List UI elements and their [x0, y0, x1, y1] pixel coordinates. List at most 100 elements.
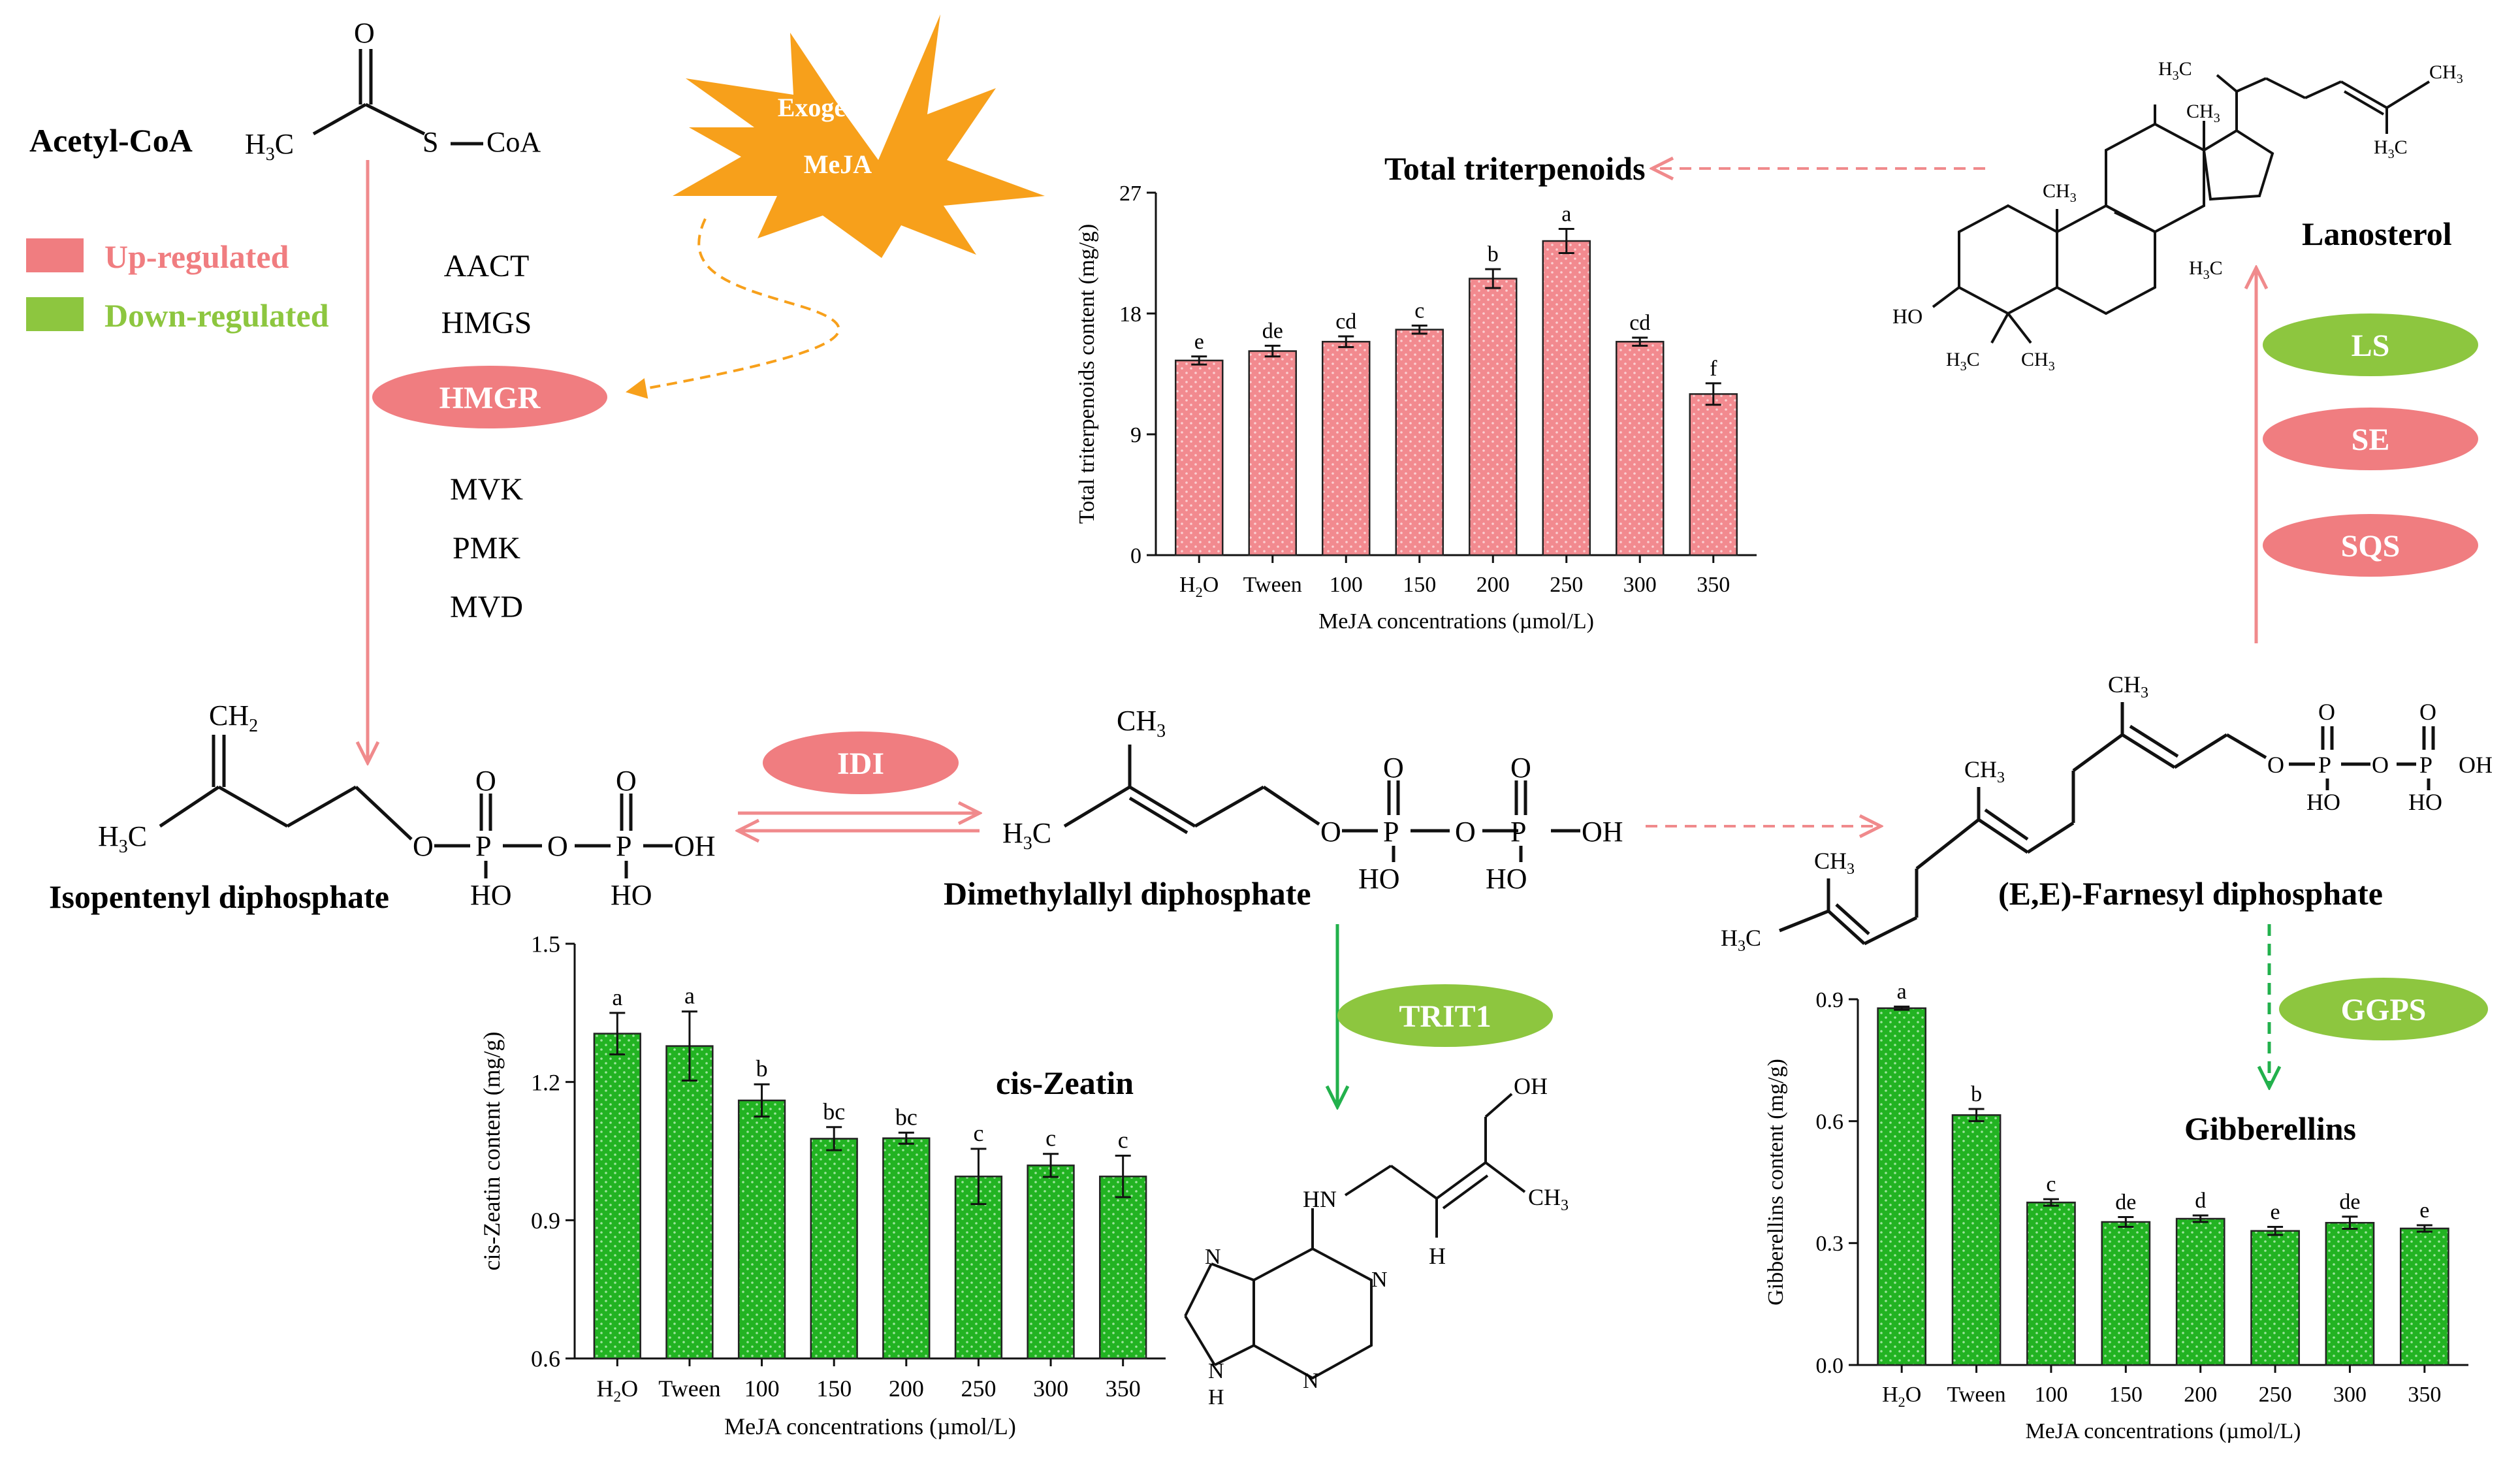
zeatin-n3: N: [1303, 1369, 1319, 1393]
zeatin-x-tick-label: 300: [1033, 1375, 1068, 1402]
zeatin-n4: N: [1208, 1359, 1224, 1383]
gibberellins-x-label: MeJA concentrations (µmol/L): [2026, 1419, 2301, 1443]
lano-h3c-c-c: C: [2210, 257, 2223, 279]
lano-ch3-a-sub: 3: [2457, 72, 2463, 86]
triterpenoids-y-tick-label: 9: [1130, 423, 1141, 447]
enzyme-se: SE: [2352, 423, 2390, 457]
lano-h3c-a-h: H: [2158, 58, 2173, 80]
ipp-structure: [159, 735, 673, 878]
lano-ch3-d: CH: [2021, 349, 2049, 370]
zeatin-significance-letter: c: [1045, 1125, 1056, 1151]
triterpenoids-x-tick-label: 200: [1476, 573, 1510, 597]
zeatin-x-tick-label: 150: [816, 1375, 852, 1402]
triterpenoids-significance-letter: a: [1561, 202, 1571, 227]
zeatin-x-label: MeJA concentrations (µmol/L): [724, 1413, 1016, 1439]
zeatin-x-tick-label: Tween: [658, 1375, 720, 1402]
zeatin-ch3: CH: [1528, 1184, 1561, 1210]
lanosterol-label: Lanosterol: [2302, 216, 2452, 252]
ipp-o-bridge: O: [547, 830, 568, 862]
lano-ch3-b-sub: 3: [2214, 111, 2220, 125]
lano-h3c-d-sub: 3: [1960, 359, 1967, 374]
gibberellins-y-tick-label: 0.3: [1816, 1232, 1844, 1256]
svg-text:CH3: CH3: [2429, 61, 2463, 86]
gibberellins-bar: [2399, 1227, 2449, 1366]
fpp-o-top2: O: [2419, 699, 2436, 725]
zeatin-n2: N: [1371, 1268, 1388, 1292]
zeatin-y-label: cis-Zeatin content (mg/g): [479, 1032, 505, 1271]
fpp-h3c-h: H: [1721, 925, 1738, 951]
zeatin-bar: [1027, 1164, 1075, 1360]
ipp-label: Isopentenyl diphosphate: [49, 878, 389, 915]
gibberellins-x-tick-label: 200: [2184, 1383, 2217, 1407]
zeatin-significance-letter: c: [973, 1120, 983, 1146]
ipp-ch2: CH: [209, 699, 249, 731]
ipp-oh: OH: [674, 830, 716, 862]
legend-up-label: Up-regulated: [104, 238, 289, 275]
triterpenoids-bar: [1616, 340, 1665, 556]
gibberellins-bar: [2175, 1217, 2225, 1366]
svg-text:H3C: H3C: [98, 820, 147, 857]
triterpenoids-significance-letter: cd: [1629, 311, 1650, 335]
ipp-h3c-c: C: [128, 820, 147, 852]
zeatin-bar: [954, 1176, 1003, 1360]
zeatin-ch3-sub: 3: [1561, 1197, 1569, 1214]
triterpenoids-bar: [1469, 278, 1518, 556]
acetyl-h3c-h: H: [245, 128, 266, 160]
gibberellins-bar: [2101, 1221, 2151, 1366]
acetyl-h3c-sub: 3: [266, 144, 275, 165]
lano-h3c-a-c: C: [2179, 58, 2192, 80]
dmapp-h3c-sub: 3: [1023, 833, 1032, 854]
dmapp-o-top1: O: [1383, 752, 1404, 784]
zeatin-x-tick-label: 250: [961, 1375, 996, 1402]
triterpenoids-x-tick-label: 150: [1403, 573, 1436, 597]
zeatin-x-tick-label: 200: [889, 1375, 924, 1402]
enzyme-hmgr-ellipse: [372, 366, 607, 428]
triterpenoids-significance-letter: e: [1194, 330, 1204, 354]
lano-h3c-c-sub: 3: [2203, 268, 2210, 282]
enzyme-hmgs: HMGS: [441, 306, 532, 340]
fpp-o-top1: O: [2318, 699, 2335, 725]
gibberellins-significance-letter: d: [2195, 1189, 2206, 1213]
enzyme-ls: LS: [2352, 329, 2390, 363]
triterpenoids-significance-letter: f: [1710, 357, 1717, 381]
gibberellins-y-tick-label: 0.0: [1816, 1354, 1844, 1378]
lano-ch3-d-sub: 3: [2049, 359, 2055, 374]
zeatin-title: cis-Zeatin: [996, 1065, 1134, 1101]
zeatin-oh: OH: [1514, 1073, 1548, 1099]
gibberellins-significance-letter: b: [1971, 1082, 1982, 1106]
svg-text:CH3: CH3: [1117, 705, 1166, 741]
acetyl-s-atom: S: [423, 126, 438, 158]
gibberellins-y-tick-label: 0.6: [1816, 1110, 1844, 1134]
dmapp-oh: OH: [1582, 816, 1623, 848]
gibberellins-x-tick-label: H2O: [1882, 1383, 1921, 1410]
lano-h3c-c-h: H: [2189, 257, 2203, 279]
ipp-o-top1: O: [475, 765, 496, 797]
triterpenoids-y-tick-label: 18: [1119, 302, 1141, 327]
dmapp-o-top2: O: [1510, 752, 1531, 784]
zeatin-x-tick-label: H2O: [596, 1375, 638, 1405]
gibberellins-bar: [1951, 1114, 2002, 1366]
zeatin-bar: [593, 1033, 641, 1360]
dmapp-ho1: HO: [1358, 863, 1400, 895]
svg-text:H3C: H3C: [1002, 817, 1051, 854]
gibberellins-bar: [2250, 1230, 2300, 1366]
gibberellins-significance-letter: e: [2419, 1198, 2429, 1223]
svg-text:CH3: CH3: [2186, 101, 2220, 125]
lano-ch3-a: CH: [2429, 61, 2457, 83]
zeatin-bar: [665, 1045, 714, 1360]
fpp-o-bridge: O: [2372, 752, 2389, 778]
zeatin-significance-letter: a: [612, 984, 622, 1010]
zeatin-h-bottom: H: [1208, 1385, 1224, 1409]
enzyme-trit1-ellipse: [1337, 984, 1553, 1047]
triterpenoids-title: Total triterpenoids: [1384, 150, 1646, 187]
triterpenoids-x-tick-label: H2O: [1179, 573, 1219, 600]
triterpenoids-x-label: MeJA concentrations (µmol/L): [1318, 609, 1594, 634]
enzyme-mvd: MVD: [450, 590, 523, 624]
dmapp-label: Dimethylallyl diphosphate: [944, 875, 1311, 912]
fpp-p2: P: [2419, 752, 2432, 778]
triterpenoids-x-tick-label: 250: [1550, 573, 1583, 597]
lano-ch3-b: CH: [2186, 101, 2214, 122]
lano-ch3-c-sub: 3: [2070, 191, 2077, 205]
acetyl-coa-structure: [312, 49, 483, 146]
zeatin-bar: [882, 1137, 931, 1360]
